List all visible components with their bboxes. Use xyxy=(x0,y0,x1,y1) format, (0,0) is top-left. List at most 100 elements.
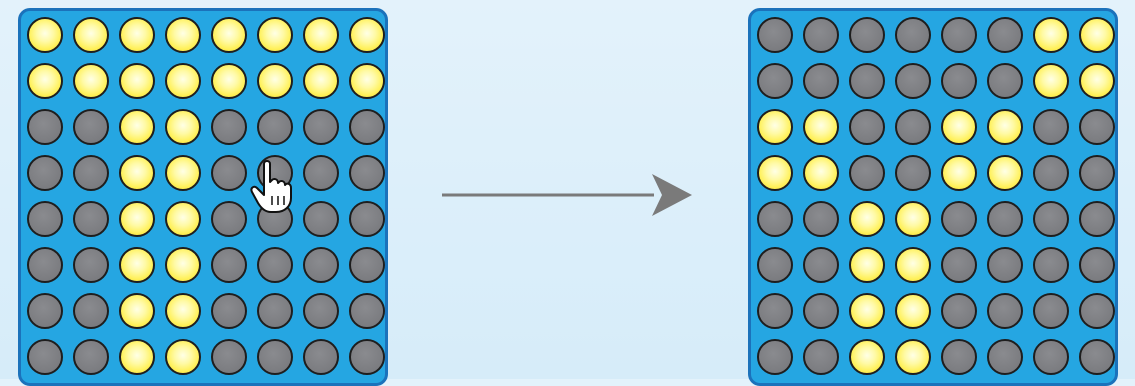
light-cell-r2-c4[interactable] xyxy=(165,63,201,99)
light-cell-r4-c4[interactable] xyxy=(895,155,931,191)
light-cell-r2-c5[interactable] xyxy=(211,63,247,99)
light-cell-r5-c1[interactable] xyxy=(757,201,793,237)
light-cell-r1-c4[interactable] xyxy=(165,17,201,53)
light-cell-r8-c1[interactable] xyxy=(27,339,63,375)
light-cell-r3-c2[interactable] xyxy=(803,109,839,145)
light-cell-r5-c3[interactable] xyxy=(119,201,155,237)
light-cell-r8-c1[interactable] xyxy=(757,339,793,375)
light-cell-r4-c6[interactable] xyxy=(987,155,1023,191)
light-cell-r5-c7[interactable] xyxy=(1033,201,1069,237)
light-cell-r8-c5[interactable] xyxy=(941,339,977,375)
light-cell-r1-c2[interactable] xyxy=(73,17,109,53)
light-cell-r8-c6[interactable] xyxy=(257,339,293,375)
light-cell-r7-c5[interactable] xyxy=(941,293,977,329)
light-cell-r2-c5[interactable] xyxy=(941,63,977,99)
light-cell-r4-c3[interactable] xyxy=(849,155,885,191)
light-cell-r4-c5[interactable] xyxy=(211,155,247,191)
light-cell-r7-c3[interactable] xyxy=(119,293,155,329)
light-cell-r6-c1[interactable] xyxy=(27,247,63,283)
light-cell-r1-c5[interactable] xyxy=(211,17,247,53)
light-cell-r7-c4[interactable] xyxy=(895,293,931,329)
light-cell-r2-c2[interactable] xyxy=(803,63,839,99)
light-cell-r4-c7[interactable] xyxy=(1033,155,1069,191)
light-cell-r7-c7[interactable] xyxy=(303,293,339,329)
light-cell-r3-c3[interactable] xyxy=(119,109,155,145)
light-cell-r8-c4[interactable] xyxy=(165,339,201,375)
light-cell-r3-c8[interactable] xyxy=(1079,109,1115,145)
light-cell-r2-c8[interactable] xyxy=(1079,63,1115,99)
light-cell-r8-c4[interactable] xyxy=(895,339,931,375)
light-cell-r2-c1[interactable] xyxy=(757,63,793,99)
light-cell-r3-c8[interactable] xyxy=(349,109,385,145)
light-cell-r2-c7[interactable] xyxy=(303,63,339,99)
light-cell-r7-c6[interactable] xyxy=(987,293,1023,329)
light-cell-r7-c3[interactable] xyxy=(849,293,885,329)
light-cell-r6-c7[interactable] xyxy=(303,247,339,283)
light-cell-r8-c3[interactable] xyxy=(119,339,155,375)
light-cell-r4-c2[interactable] xyxy=(73,155,109,191)
light-cell-r5-c8[interactable] xyxy=(349,201,385,237)
light-cell-r2-c3[interactable] xyxy=(119,63,155,99)
light-cell-r8-c7[interactable] xyxy=(303,339,339,375)
light-cell-r6-c2[interactable] xyxy=(73,247,109,283)
light-cell-r3-c1[interactable] xyxy=(27,109,63,145)
light-cell-r6-c1[interactable] xyxy=(757,247,793,283)
light-cell-r4-c4[interactable] xyxy=(165,155,201,191)
light-cell-r6-c7[interactable] xyxy=(1033,247,1069,283)
light-cell-r8-c6[interactable] xyxy=(987,339,1023,375)
light-cell-r8-c2[interactable] xyxy=(73,339,109,375)
light-cell-r8-c7[interactable] xyxy=(1033,339,1069,375)
light-cell-r6-c8[interactable] xyxy=(1079,247,1115,283)
light-cell-r2-c2[interactable] xyxy=(73,63,109,99)
light-cell-r1-c3[interactable] xyxy=(119,17,155,53)
light-cell-r8-c8[interactable] xyxy=(349,339,385,375)
light-cell-r8-c3[interactable] xyxy=(849,339,885,375)
light-cell-r5-c6[interactable] xyxy=(987,201,1023,237)
light-cell-r2-c8[interactable] xyxy=(349,63,385,99)
light-cell-r6-c2[interactable] xyxy=(803,247,839,283)
light-cell-r3-c7[interactable] xyxy=(303,109,339,145)
light-cell-r4-c2[interactable] xyxy=(803,155,839,191)
light-cell-r3-c6[interactable] xyxy=(257,109,293,145)
light-cell-r5-c5[interactable] xyxy=(941,201,977,237)
light-cell-r7-c6[interactable] xyxy=(257,293,293,329)
light-cell-r6-c5[interactable] xyxy=(211,247,247,283)
light-cell-r3-c3[interactable] xyxy=(849,109,885,145)
light-cell-r4-c7[interactable] xyxy=(303,155,339,191)
light-cell-r1-c1[interactable] xyxy=(757,17,793,53)
light-cell-r3-c5[interactable] xyxy=(941,109,977,145)
light-cell-r4-c1[interactable] xyxy=(757,155,793,191)
light-cell-r7-c8[interactable] xyxy=(349,293,385,329)
light-cell-r8-c5[interactable] xyxy=(211,339,247,375)
light-cell-r3-c6[interactable] xyxy=(987,109,1023,145)
light-cell-r6-c5[interactable] xyxy=(941,247,977,283)
light-cell-r3-c2[interactable] xyxy=(73,109,109,145)
light-cell-r4-c3[interactable] xyxy=(119,155,155,191)
light-cell-r4-c8[interactable] xyxy=(1079,155,1115,191)
light-cell-r5-c2[interactable] xyxy=(73,201,109,237)
light-cell-r3-c4[interactable] xyxy=(165,109,201,145)
light-cell-r7-c2[interactable] xyxy=(73,293,109,329)
light-cell-r5-c4[interactable] xyxy=(895,201,931,237)
light-cell-r3-c1[interactable] xyxy=(757,109,793,145)
light-cell-r5-c8[interactable] xyxy=(1079,201,1115,237)
light-cell-r5-c3[interactable] xyxy=(849,201,885,237)
light-cell-r7-c2[interactable] xyxy=(803,293,839,329)
light-cell-r3-c7[interactable] xyxy=(1033,109,1069,145)
light-cell-r2-c3[interactable] xyxy=(849,63,885,99)
light-cell-r1-c4[interactable] xyxy=(895,17,931,53)
light-cell-r5-c6[interactable] xyxy=(257,201,293,237)
light-cell-r4-c1[interactable] xyxy=(27,155,63,191)
light-cell-r1-c6[interactable] xyxy=(257,17,293,53)
light-cell-r5-c1[interactable] xyxy=(27,201,63,237)
light-cell-r6-c6[interactable] xyxy=(257,247,293,283)
light-cell-r1-c2[interactable] xyxy=(803,17,839,53)
light-cell-r7-c4[interactable] xyxy=(165,293,201,329)
light-cell-r8-c8[interactable] xyxy=(1079,339,1115,375)
light-cell-r4-c8[interactable] xyxy=(349,155,385,191)
light-cell-r6-c6[interactable] xyxy=(987,247,1023,283)
light-cell-r1-c8[interactable] xyxy=(349,17,385,53)
light-cell-r6-c4[interactable] xyxy=(895,247,931,283)
light-cell-r1-c7[interactable] xyxy=(1033,17,1069,53)
light-cell-r1-c6[interactable] xyxy=(987,17,1023,53)
